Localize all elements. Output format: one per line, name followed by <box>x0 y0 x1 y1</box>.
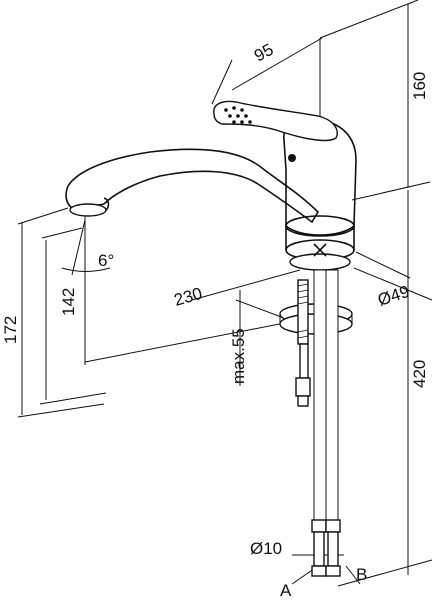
lever-handle <box>213 100 338 142</box>
aerator <box>69 203 107 217</box>
dim-overall-height: 172 <box>1 316 20 344</box>
dim-hose-length: 420 <box>410 360 429 388</box>
dim-spout-height: 142 <box>59 288 78 316</box>
supply-hoses <box>311 269 341 577</box>
hose-a <box>313 269 327 521</box>
dim-base-diameter: Ø49 <box>375 282 411 310</box>
dim-max-counter: max.55 <box>229 328 248 384</box>
dimension-labels: 95 160 420 172 142 230 max.55 Ø49 Ø10 6°… <box>1 40 429 600</box>
dim-hose-diameter: Ø10 <box>250 539 282 558</box>
threaded-stud <box>297 279 309 345</box>
connection-label-b: B <box>356 565 367 584</box>
dim-lever-length: 95 <box>251 40 277 66</box>
dim-reach: 230 <box>172 284 205 310</box>
dim-spout-angle: 6° <box>98 251 114 270</box>
dimension-lines <box>17 0 433 587</box>
dim-height-top: 160 <box>410 72 429 100</box>
faucet-body <box>283 118 357 271</box>
spout <box>65 148 320 224</box>
hose-b <box>325 269 339 521</box>
connection-label-a: A <box>280 581 292 600</box>
